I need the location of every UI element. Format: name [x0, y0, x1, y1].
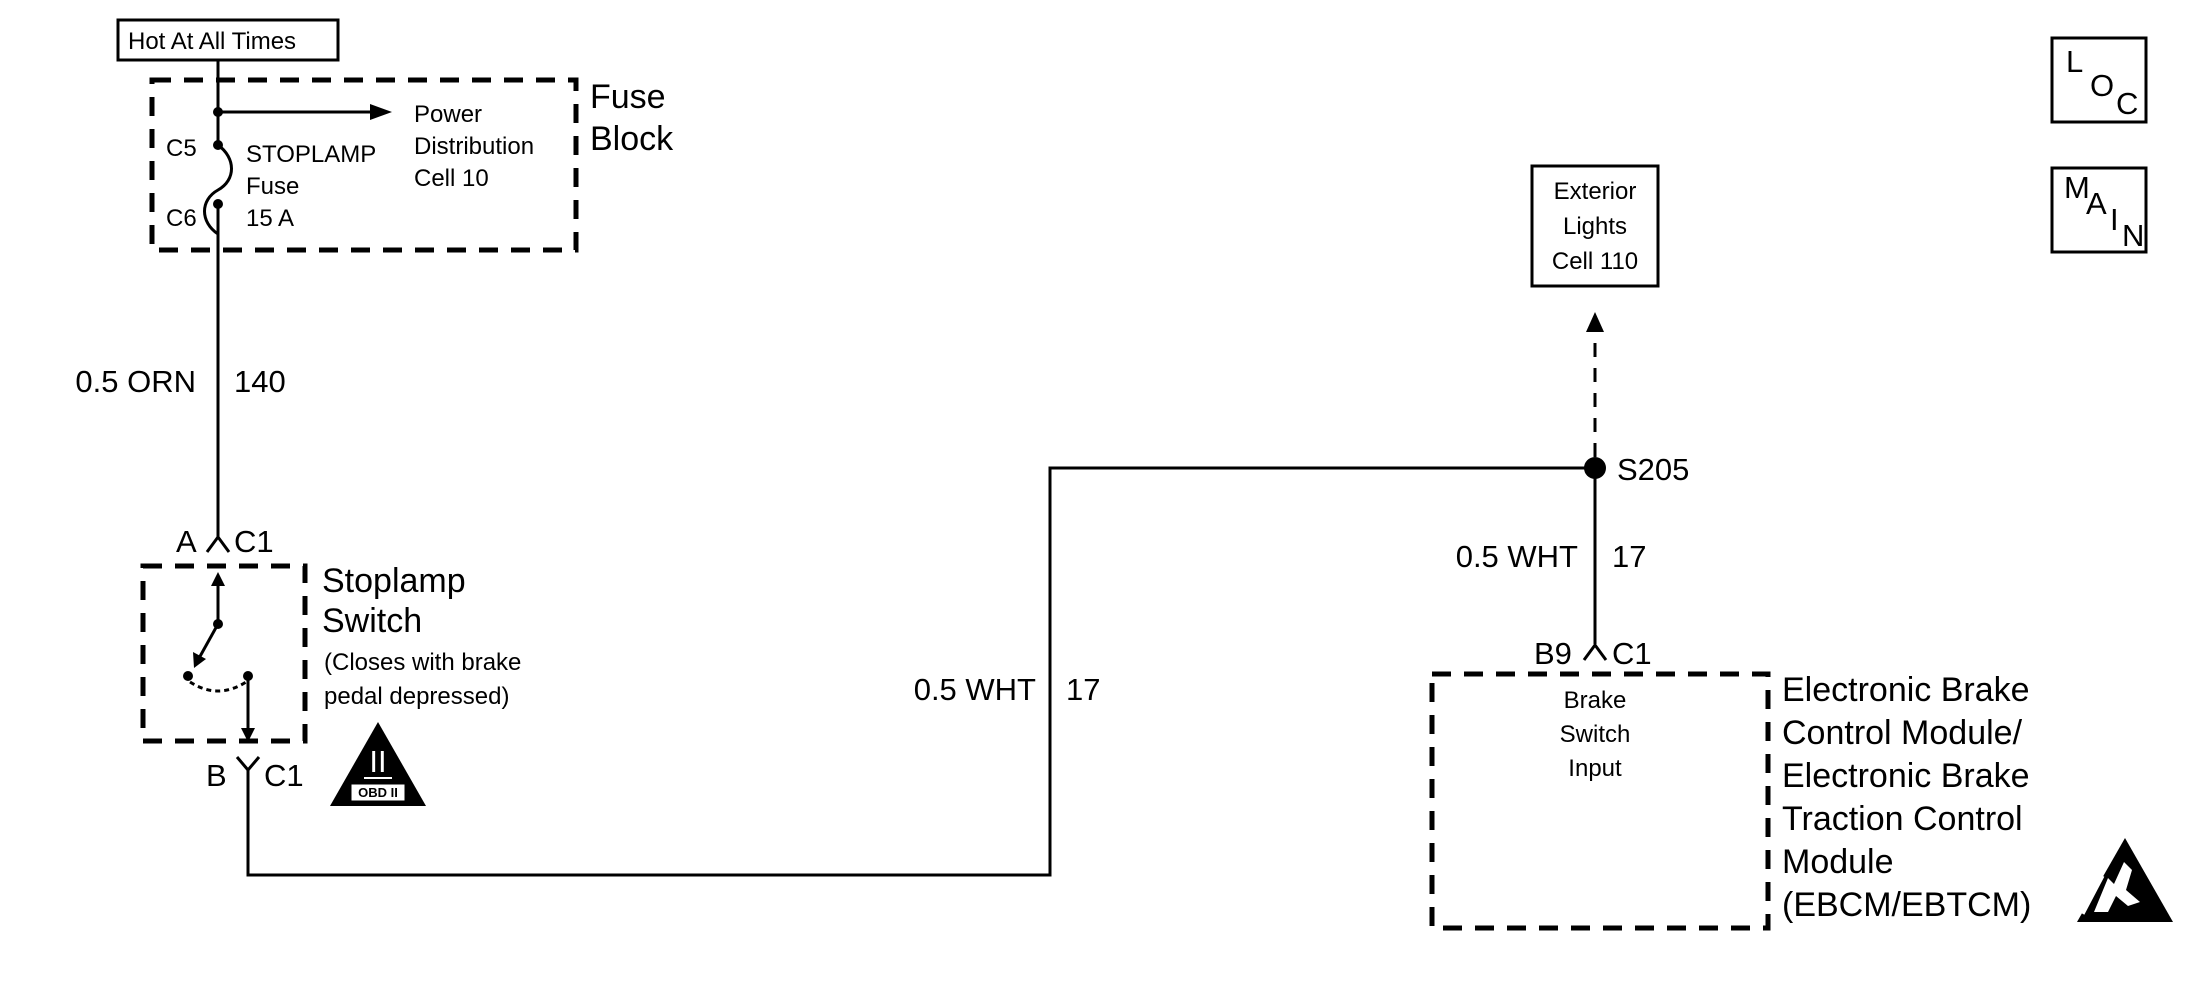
ebcm-outline	[1429, 671, 1771, 931]
power-distribution-arrow	[370, 104, 392, 120]
ebcm-conn-c1: C1	[1612, 636, 1652, 671]
ebcm-title-line6: (EBCM/EBTCM)	[1782, 886, 2031, 924]
hot-at-all-times-label: Hot At All Times	[128, 28, 296, 55]
exterior-lights-line2: Lights	[1563, 213, 1627, 240]
ebcm-title-line1: Electronic Brake	[1782, 671, 2030, 709]
fuse-bus-junction	[213, 107, 223, 117]
switch-title-line2: Switch	[322, 602, 422, 640]
fuse-conn-c6: C6	[166, 205, 197, 232]
wire-wht-ebcm-circuit: 17	[1612, 539, 1646, 574]
loc-letter-o: O	[2090, 68, 2114, 103]
switch-blade-arrow-icon	[193, 652, 206, 668]
fuse-block-title-line1: Fuse	[590, 78, 666, 116]
fuse-block-title-line2: Block	[590, 120, 674, 158]
exterior-lights-box	[1530, 164, 1660, 288]
ebcm-pin-b9: B9	[1534, 636, 1572, 671]
exterior-lights-arrow-icon	[1586, 312, 1604, 332]
obd-ii-roman: II	[369, 744, 386, 779]
connector-a-c1-icon	[205, 534, 231, 553]
main-button-frame[interactable]	[2050, 166, 2148, 254]
wire-orn-gauge: 0.5 ORN	[75, 364, 196, 399]
main-letter-n: N	[2122, 218, 2144, 253]
power-distribution-line2: Distribution	[414, 133, 534, 160]
esd-sensitive-icon	[2077, 838, 2173, 922]
obd-ii-warning-icon: II OBD II	[330, 722, 426, 806]
ebcm-title-line4: Traction Control	[1782, 800, 2023, 838]
power-distribution-line1: Power	[414, 101, 482, 128]
ebcm-input-line1: Brake	[1564, 687, 1627, 714]
ebcm-input-line2: Switch	[1560, 721, 1631, 748]
switch-upper-arrow-icon	[211, 572, 225, 586]
switch-conn-top-c1: C1	[234, 524, 274, 559]
stoplamp-switch: A C1 B C1 Stoplamp Switch (Closes with b…	[140, 524, 521, 806]
loc-letter-c: C	[2116, 86, 2138, 121]
fuse-block-outline	[149, 77, 579, 253]
connector-b9-c1-icon	[1582, 642, 1608, 661]
switch-note-line1: (Closes with brake	[324, 649, 521, 676]
main-letter-i: I	[2110, 202, 2119, 237]
wire-wht-17-main	[246, 466, 1595, 877]
main-letter-m: M	[2064, 170, 2090, 205]
switch-conn-bottom-c1: C1	[264, 758, 304, 793]
wire-wht-main-circuit: 17	[1066, 672, 1100, 707]
connector-b-c1-icon	[235, 756, 261, 773]
power-distribution-line3: Cell 10	[414, 165, 489, 192]
ebcm-title-line5: Module	[1782, 843, 1894, 881]
stoplamp-switch-outline	[140, 563, 308, 744]
ebcm-module: B9 C1 Brake Switch Input Electronic Brak…	[1429, 636, 2173, 931]
fuse-block: Hot At All Times Fuse Block C5 C6 STOPLA…	[116, 18, 674, 253]
ebcm-title-line2: Control Module/	[1782, 714, 2023, 752]
fuse-conn-c5: C5	[166, 135, 197, 162]
ebcm-input-line3: Input	[1568, 755, 1622, 782]
switch-title-line1: Stoplamp	[322, 562, 466, 600]
stoplamp-fuse-icon	[203, 143, 233, 236]
switch-lower-arrow-icon	[241, 728, 255, 742]
fuse-name: STOPLAMP	[246, 141, 376, 168]
loc-button[interactable]: L O C	[2050, 36, 2148, 124]
wire-wht-ebcm-gauge: 0.5 WHT	[1456, 539, 1578, 574]
fuse-word: Fuse	[246, 173, 299, 200]
hot-at-all-times-box	[116, 18, 340, 62]
switch-pin-b: B	[206, 758, 227, 793]
switch-pin-a: A	[176, 524, 197, 559]
switch-left-contact	[183, 671, 193, 681]
main-letter-a: A	[2086, 186, 2107, 221]
ebcm-title-line3: Electronic Brake	[1782, 757, 2030, 795]
wire-wht-main-gauge: 0.5 WHT	[914, 672, 1036, 707]
fuse-rating: 15 A	[246, 205, 294, 232]
exterior-lights-line1: Exterior	[1554, 178, 1637, 205]
wire-orn-circuit: 140	[234, 364, 286, 399]
main-button[interactable]: M A I N	[2050, 166, 2148, 254]
switch-note-line2: pedal depressed)	[324, 683, 509, 710]
switch-travel-arc	[189, 680, 247, 693]
switch-blade	[196, 623, 220, 661]
obd-ii-label: OBD II	[358, 785, 398, 800]
loc-letter-l: L	[2066, 44, 2083, 79]
splice-label: S205	[1617, 452, 1689, 487]
loc-button-frame[interactable]	[2050, 36, 2148, 124]
exterior-lights-line3: Cell 110	[1552, 248, 1638, 275]
